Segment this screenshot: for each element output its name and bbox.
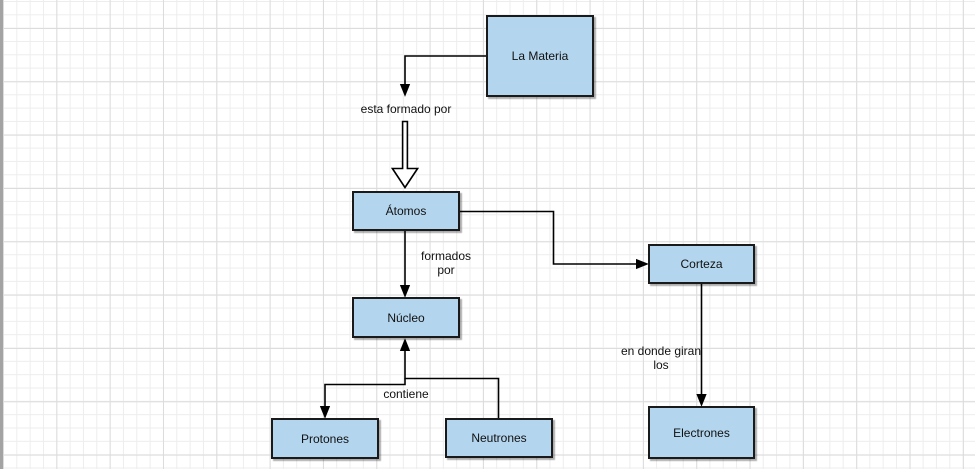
node-nucleo-label: Núcleo	[387, 310, 425, 325]
node-protones-label: Protones	[300, 431, 350, 446]
arrowhead-into-nucleo-bottom	[399, 338, 411, 351]
connector-atomos-nucleo[interactable]	[399, 231, 411, 298]
node-neutrones-label: Neutrones	[471, 431, 527, 445]
connector-nucleo-protones[interactable]	[319, 378, 406, 419]
connector-corteza-electrones[interactable]	[696, 284, 707, 407]
node-electrones-label: Electrones	[673, 425, 730, 440]
edge-label-esta-formado-por[interactable]: esta formado por	[360, 102, 452, 116]
connector-la-materia-down-line	[404, 55, 486, 85]
connector-atomos-corteza[interactable]	[460, 210, 649, 270]
arrowhead-down-la-materia	[399, 84, 411, 97]
arrowhead-into-corteza	[636, 258, 649, 270]
node-neutrones[interactable]: Neutrones	[445, 418, 553, 458]
edge-label-en-donde-giran[interactable]: en donde giran los	[620, 344, 702, 372]
arrowhead-into-electrones	[696, 394, 707, 407]
block-arrow-shape	[390, 120, 420, 189]
node-corteza[interactable]: Corteza	[648, 244, 755, 284]
connector-la-materia-down[interactable]	[399, 55, 486, 97]
connector-nucleo-protones-line	[324, 378, 406, 407]
arrowhead-into-protones	[319, 406, 331, 419]
node-la-materia-label: La Materia	[511, 49, 569, 63]
canvas-left-edge	[0, 0, 3, 469]
connector-block-arrow[interactable]	[390, 120, 420, 189]
connector-neutrones-nucleo[interactable]	[399, 338, 500, 419]
node-protones[interactable]: Protones	[271, 418, 379, 459]
connector-atomos-corteza-line	[460, 210, 637, 265]
connector-neutrones-nucleo-line	[404, 350, 500, 418]
node-atomos[interactable]: Átomos	[352, 191, 460, 231]
node-la-materia[interactable]: La Materia	[486, 15, 594, 97]
node-corteza-label: Corteza	[680, 257, 723, 271]
edge-label-contiene[interactable]: contiene	[383, 387, 429, 401]
node-nucleo[interactable]: Núcleo	[352, 297, 460, 338]
arrowhead-into-nucleo-top	[399, 285, 411, 298]
node-electrones[interactable]: Electrones	[648, 406, 755, 459]
node-atomos-label: Átomos	[385, 204, 427, 218]
edge-label-formados-por[interactable]: formados por	[420, 249, 472, 277]
